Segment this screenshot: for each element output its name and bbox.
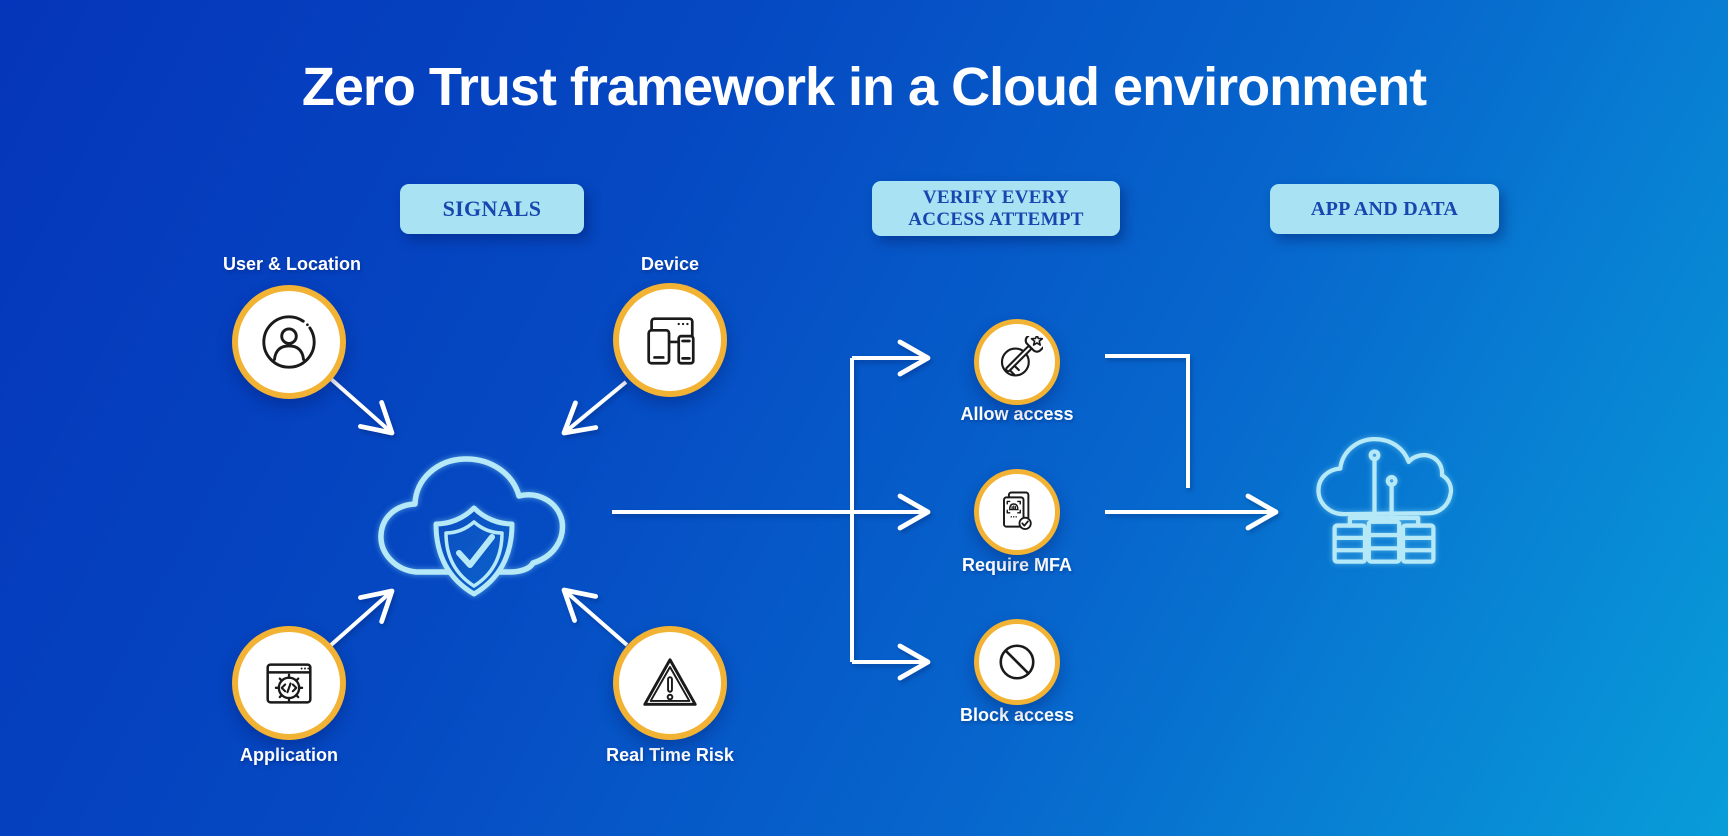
signal-node-application — [232, 626, 346, 740]
stage-badge-signals: SIGNALS — [400, 184, 584, 234]
decision-label-allow-access: Allow access — [960, 404, 1074, 424]
arrow-application-to-hub — [329, 588, 395, 647]
signal-node-user-location — [232, 285, 346, 399]
stage-badge-signals-label: SIGNALS — [442, 196, 542, 222]
page-title: Zero Trust framework in a Cloud environm… — [301, 57, 1427, 117]
stage-badge-verify-label: VERIFY EVERY ACCESS ATTEMPT — [908, 186, 1084, 230]
decision-node-allow-access — [974, 319, 1060, 405]
user-location-icon — [262, 315, 316, 369]
signal-label-device: Device — [640, 254, 700, 274]
signal-label-user-location: User & Location — [222, 254, 362, 274]
application-icon — [266, 663, 312, 704]
arrow-user-to-hub — [329, 377, 395, 436]
device-icon — [647, 317, 695, 365]
cloud-servers-icon — [1316, 436, 1454, 564]
key-star-icon — [1000, 336, 1043, 377]
cloud-shield-check-icon — [378, 456, 566, 597]
block-icon — [999, 644, 1035, 680]
connector-allow-to-destination — [1105, 354, 1190, 488]
decision-label-block-access: Block access — [959, 705, 1075, 725]
stage-badge-verify-every-access-attempt: VERIFY EVERY ACCESS ATTEMPT — [872, 181, 1120, 236]
signal-label-real-time-risk: Real Time Risk — [606, 745, 734, 765]
arrow-device-to-hub — [561, 380, 628, 436]
stage-badge-app-and-data: APP AND DATA — [1270, 184, 1499, 234]
arrow-risk-to-hub — [561, 587, 629, 647]
signal-node-device — [613, 283, 727, 397]
stage-badge-app-and-data-label: APP AND DATA — [1310, 197, 1459, 220]
signal-label-application: Application — [240, 745, 338, 765]
decision-node-block-access — [974, 619, 1060, 705]
signal-node-real-time-risk — [613, 626, 727, 740]
decision-label-require-mfa: Require MFA — [961, 555, 1072, 575]
real-time-risk-icon — [643, 658, 697, 706]
decision-node-require-mfa — [974, 469, 1060, 555]
mfa-scan-check-icon — [1003, 491, 1032, 530]
